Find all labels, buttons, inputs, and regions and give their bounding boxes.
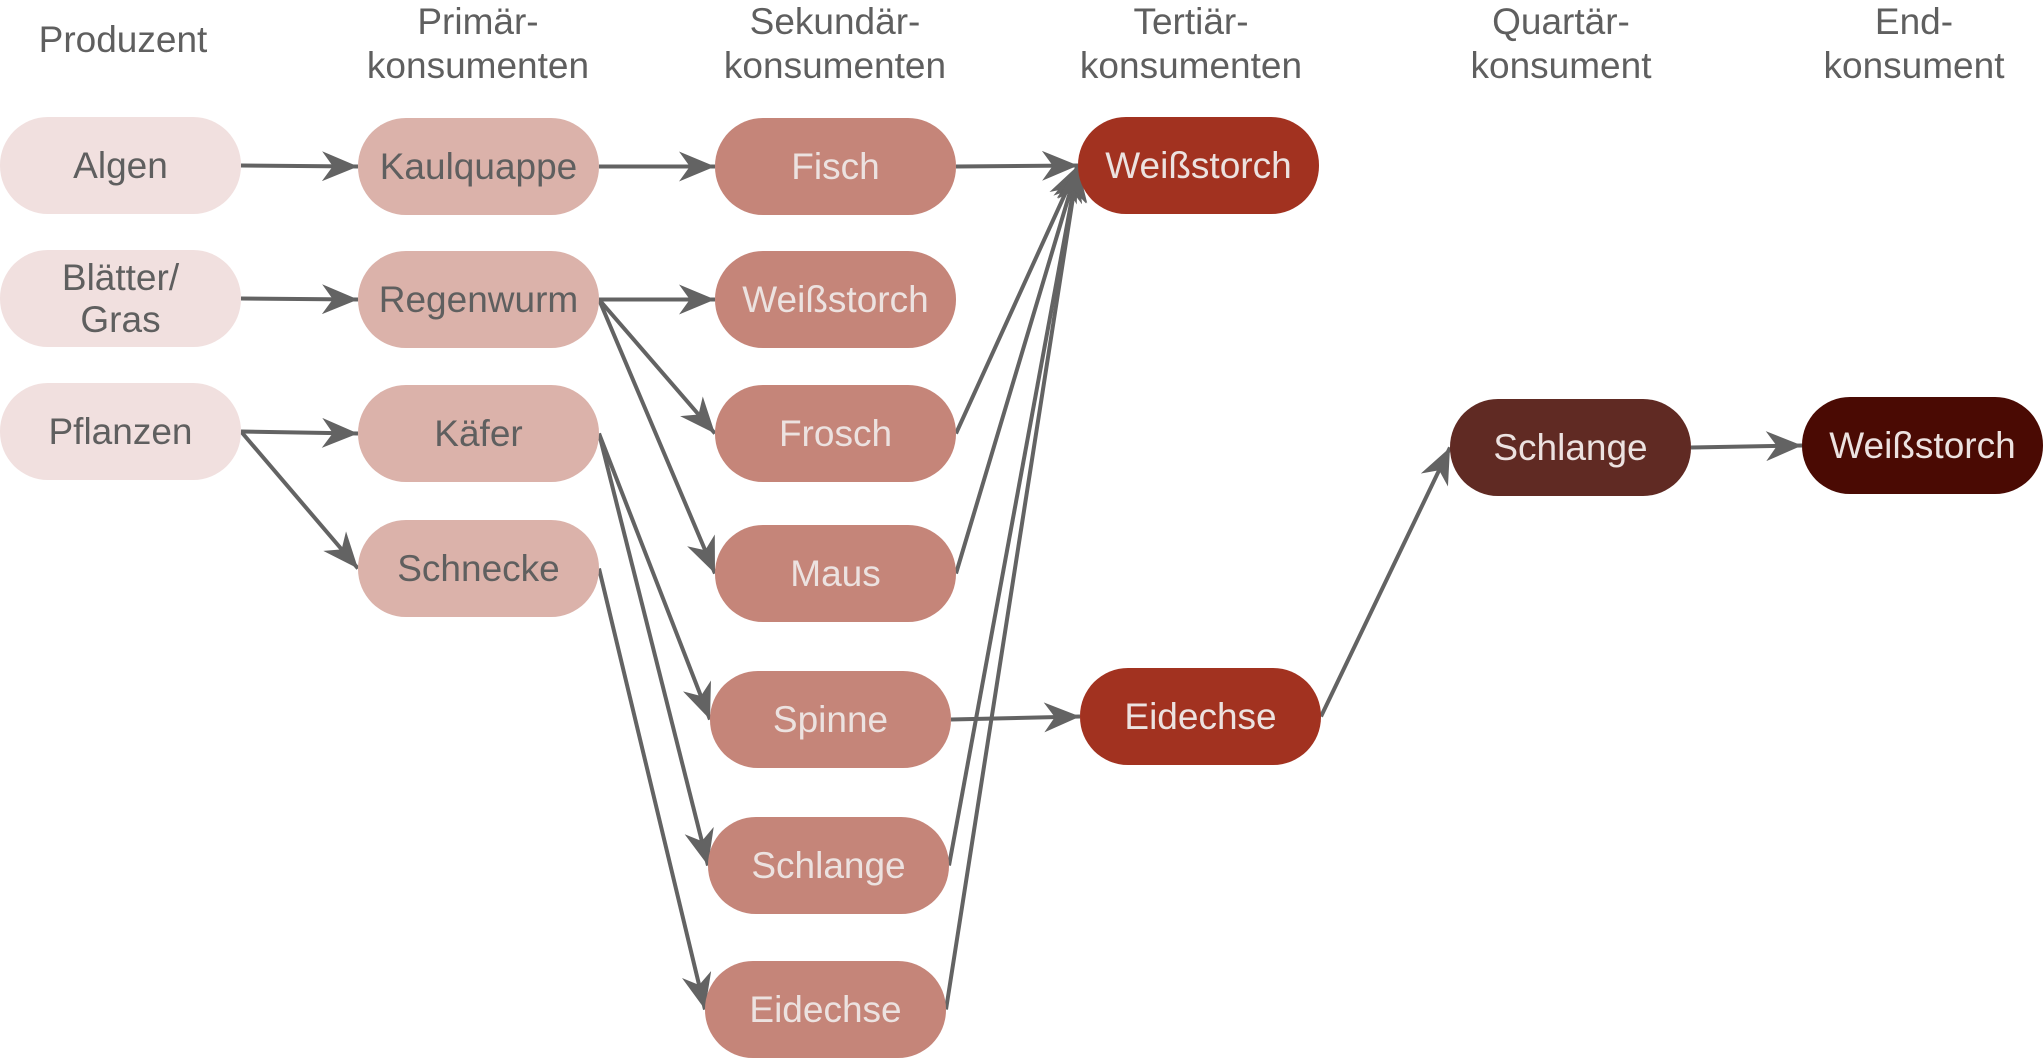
node-spinne[interactable]: Spinne bbox=[710, 671, 951, 768]
node-schnecke[interactable]: Schnecke bbox=[358, 520, 599, 617]
arrow-pflanzen-to-schnecke bbox=[239, 430, 360, 570]
node-regenwurm[interactable]: Regenwurm bbox=[358, 251, 599, 348]
node-pflanzen[interactable]: Pflanzen bbox=[0, 383, 241, 480]
node-algen[interactable]: Algen bbox=[0, 117, 241, 214]
node-frosch[interactable]: Frosch bbox=[715, 385, 956, 482]
arrow-schlange4-to-weissstorch5 bbox=[1690, 431, 1803, 462]
arrow-kaefer-to-schlange2 bbox=[597, 433, 714, 866]
arrow-schlange2-to-weissstorch3 bbox=[947, 165, 1087, 866]
node-fisch[interactable]: Fisch bbox=[715, 118, 956, 215]
column-header-primaerkonsumenten: Primär- konsumenten bbox=[366, 1, 590, 86]
arrow-schnecke-to-eidechse2 bbox=[597, 568, 712, 1010]
arrow-eidechse3-to-schlange4 bbox=[1319, 446, 1452, 718]
node-weissstorch-sekundaer[interactable]: Weißstorch bbox=[715, 251, 956, 348]
column-header-tertiaerkonsumenten: Tertiär- konsumenten bbox=[1079, 1, 1303, 86]
node-schlange-quartaer[interactable]: Schlange bbox=[1450, 399, 1691, 496]
arrow-algen-to-kaulquappe bbox=[240, 151, 359, 182]
node-weissstorch-endkonsument[interactable]: Weißstorch bbox=[1802, 397, 2043, 494]
arrow-frosch-to-weissstorch3 bbox=[954, 164, 1080, 435]
arrow-maus-to-weissstorch3 bbox=[954, 164, 1083, 575]
arrow-regenwurm-to-maus bbox=[597, 298, 717, 575]
arrow-regenwurm-to-frosch bbox=[597, 298, 717, 435]
arrow-pflanzen-to-kaefer bbox=[240, 417, 359, 448]
node-weissstorch-tertiaer[interactable]: Weißstorch bbox=[1078, 117, 1319, 214]
arrow-blaetter-to-regenwurm bbox=[240, 284, 359, 315]
arrow-fisch-to-weissstorch3 bbox=[955, 150, 1079, 181]
node-eidechse-tertiaer[interactable]: Eidechse bbox=[1080, 668, 1321, 765]
node-blaetter-gras[interactable]: Blätter/ Gras bbox=[0, 250, 241, 347]
column-header-quartaerkonsument: Quartär- konsument bbox=[1470, 1, 1652, 86]
node-eidechse-sekundaer[interactable]: Eidechse bbox=[705, 961, 946, 1058]
column-header-sekundaerkonsumenten: Sekundär- konsumenten bbox=[723, 1, 947, 86]
arrow-kaefer-to-spinne bbox=[597, 432, 712, 721]
column-header-endkonsument: End- konsument bbox=[1823, 1, 2005, 86]
arrow-eidechse2-to-weissstorch3 bbox=[944, 165, 1088, 1010]
node-schlange-sekundaer[interactable]: Schlange bbox=[708, 817, 949, 914]
node-maus[interactable]: Maus bbox=[715, 525, 956, 622]
node-kaefer[interactable]: Käfer bbox=[358, 385, 599, 482]
arrow-spinne-to-eidechse3 bbox=[950, 702, 1081, 733]
node-kaulquappe[interactable]: Kaulquappe bbox=[358, 118, 599, 215]
column-header-produzent: Produzent bbox=[38, 19, 208, 60]
